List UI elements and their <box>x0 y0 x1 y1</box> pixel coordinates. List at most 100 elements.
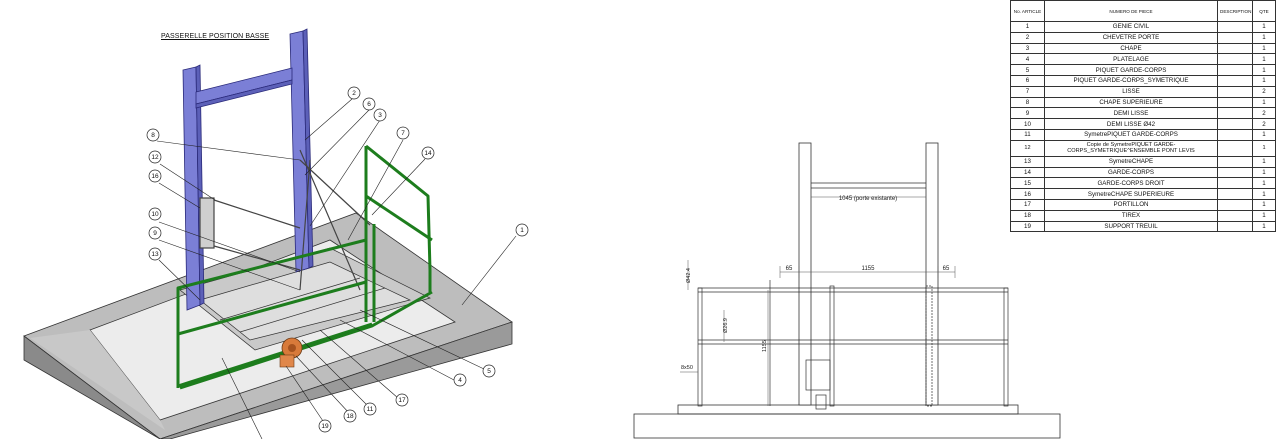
bom-cell-desc <box>1217 188 1253 200</box>
bom-cell-desc <box>1217 42 1253 55</box>
bom-cell-part: TIREX <box>1044 209 1218 222</box>
bom-cell-part: GARDE-CORPS DROIT <box>1044 177 1218 190</box>
callout-bubble <box>146 128 160 142</box>
bom-cell-part: GENIE CIVIL <box>1044 21 1218 33</box>
bom-cell-no: 14 <box>1010 166 1045 179</box>
guardrail <box>176 144 433 390</box>
bom-cell-qty: 1 <box>1252 220 1276 233</box>
portal-frame <box>182 28 314 311</box>
dim-tube-large: Ø42.4 <box>686 268 692 283</box>
bom-cell-part: CHEVETRE PORTE <box>1044 31 1218 44</box>
callout-bubble <box>318 419 332 433</box>
bom-cell-qty: 1 <box>1252 177 1276 190</box>
bom-cell-part: SymetrePIQUET GARDE-CORPS <box>1044 128 1218 141</box>
bom-cell-no: 2 <box>1010 31 1045 44</box>
bom-cell-no: 7 <box>1010 85 1045 98</box>
callout-bubble <box>148 150 162 164</box>
bom-cell-no: 17 <box>1010 198 1045 211</box>
callout-bubble <box>362 97 376 111</box>
bom-cell-qty: 1 <box>1252 64 1276 76</box>
bom-cell-no: 6 <box>1010 74 1045 87</box>
dim-right-gap: 65 <box>943 266 950 272</box>
bom-cell-part: PORTILLON <box>1044 198 1218 211</box>
bom-cell-qty: 1 <box>1252 188 1276 200</box>
bom-cell-qty: 1 <box>1252 96 1276 109</box>
bom-cell-no: 11 <box>1010 128 1045 141</box>
callout-label: 7 <box>401 130 405 137</box>
callout-bubble <box>363 402 377 416</box>
bom-cell-part: SymetreCHAPE <box>1044 155 1218 168</box>
bom-cell-desc <box>1217 107 1253 120</box>
bom-cell-no: 15 <box>1010 177 1045 190</box>
bom-cell-desc <box>1217 21 1253 33</box>
dim-flat-bar: 8x50 <box>681 365 693 371</box>
bom-cell-no: 4 <box>1010 53 1045 66</box>
callout-label: 3 <box>378 112 382 119</box>
dim-height: 1155 <box>762 340 768 352</box>
bom-cell-desc <box>1217 166 1253 179</box>
callout-label: 8 <box>151 132 155 139</box>
bom-cell-no: 12 <box>1010 139 1045 157</box>
callout-label: 18 <box>346 413 354 420</box>
dim-door-width: 1045 (porte existante) <box>839 196 897 202</box>
callout-label: 13 <box>151 251 159 258</box>
bom-cell-qty: 1 <box>1252 21 1276 33</box>
callout-bubble <box>148 207 162 221</box>
bom-cell-qty: 1 <box>1252 198 1276 211</box>
bom-cell-qty: 1 <box>1252 42 1276 55</box>
callout-label: 16 <box>151 173 159 180</box>
bom-cell-qty: 2 <box>1252 85 1276 98</box>
bom-cell-part: SymetreCHAPE SUPERIEURE <box>1044 188 1218 200</box>
callout-label: 17 <box>398 397 406 404</box>
bom-header-no: No. ARTICLE <box>1010 0 1045 22</box>
callout-bubble <box>453 373 467 387</box>
elevation-base <box>633 404 1061 439</box>
bom-cell-part: DEMI LISSE <box>1044 107 1218 120</box>
bom-cell-qty: 1 <box>1252 53 1276 66</box>
bom-cell-no: 9 <box>1010 107 1045 120</box>
bom-cell-qty: 2 <box>1252 118 1276 130</box>
leader-lines <box>156 98 517 439</box>
elevation-posts <box>798 142 939 406</box>
callout-label: 11 <box>367 406 374 413</box>
bom-header-description: DESCRIPTION <box>1217 0 1253 22</box>
bom-cell-desc <box>1217 53 1253 66</box>
bom-cell-part: DEMI LISSE Ø42 <box>1044 118 1218 130</box>
callout-label: 14 <box>424 150 432 157</box>
callout-bubble <box>343 409 357 423</box>
bom-cell-part: PLATELAGE <box>1044 53 1218 66</box>
bom-cell-no: 19 <box>1010 220 1045 233</box>
bom-cell-desc <box>1217 155 1253 168</box>
bom-cell-desc <box>1217 220 1253 233</box>
bom-cell-no: 3 <box>1010 42 1045 55</box>
bom-cell-part: PIQUET GARDE-CORPS <box>1044 64 1218 76</box>
callout-label: 5 <box>487 368 491 375</box>
callout-label: 10 <box>151 211 159 218</box>
dim-left-gap: 65 <box>786 266 793 272</box>
bom-cell-no: 16 <box>1010 188 1045 200</box>
bom-cell-qty: 1 <box>1252 128 1276 141</box>
bom-cell-part: CHAPE SUPERIEURE <box>1044 96 1218 109</box>
callout-label: 12 <box>151 154 159 161</box>
bom-cell-qty: 2 <box>1252 107 1276 120</box>
bom-cell-no: 5 <box>1010 64 1045 76</box>
callout-bubble <box>515 223 529 237</box>
bom-cell-part: GARDE-CORPS <box>1044 166 1218 179</box>
iso-view-title: PASSERELLE POSITION BASSE <box>161 33 270 40</box>
